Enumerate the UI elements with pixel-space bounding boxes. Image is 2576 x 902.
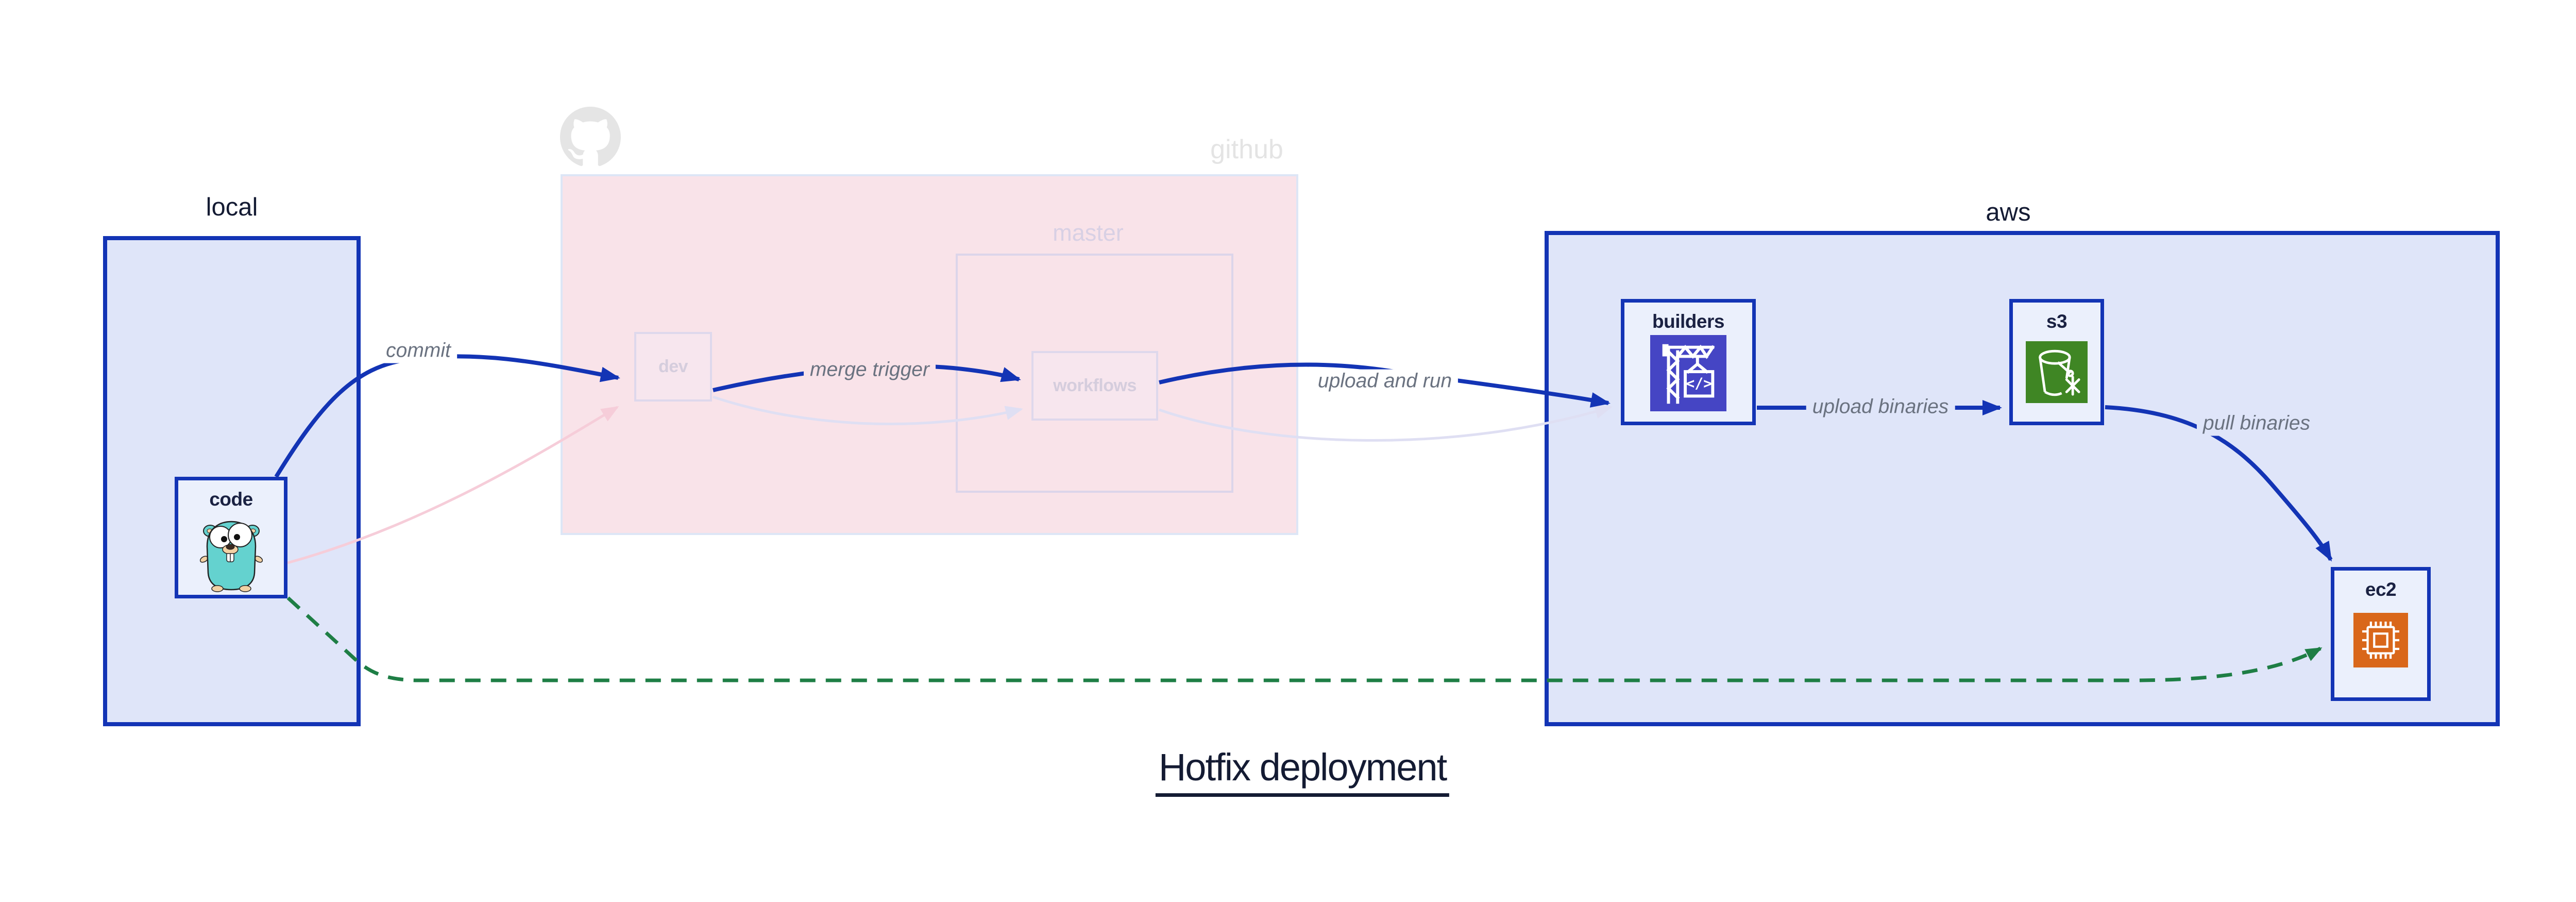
diagram-title: Hotfix deployment	[1155, 745, 1450, 797]
master-branch-box	[956, 254, 1233, 493]
s3-glacier-bucket-icon	[2026, 340, 2088, 404]
node-workflows-label: workflows	[1053, 376, 1137, 395]
node-builders-label: builders	[1652, 311, 1724, 332]
go-gopher-icon	[200, 515, 263, 593]
node-ec2-label: ec2	[2365, 579, 2397, 600]
codebuild-crane-icon: </>	[1648, 335, 1729, 411]
edge-dev-to-workflows-faded	[713, 395, 1023, 426]
edge-pull-binaries-label: pull binaries	[2196, 411, 2317, 436]
aws-group-label: aws	[1986, 198, 2031, 226]
ec2-chip-icon	[2353, 611, 2408, 669]
edge-upload-binaries-label: upload binaries	[1806, 395, 1955, 420]
edge-workflows-to-builders-faded	[1159, 405, 1613, 442]
svg-text:</>: </>	[1686, 375, 1712, 392]
node-dev-label: dev	[658, 357, 688, 376]
edge-hotfix-dashed-line	[286, 596, 2323, 682]
node-dev: dev	[634, 332, 712, 402]
github-group-label: github	[1210, 135, 1283, 164]
master-branch-label: master	[1053, 220, 1124, 246]
node-s3-label: s3	[2046, 311, 2067, 332]
local-group-label: local	[206, 193, 258, 221]
edge-merge-trigger-label: merge trigger	[804, 358, 936, 382]
edge-code-to-dev-faded	[287, 406, 619, 564]
node-code-label: code	[209, 489, 253, 510]
edge-pull-binaries-line	[2105, 405, 2333, 562]
edge-commit-label: commit	[380, 339, 457, 363]
github-octocat-icon	[560, 107, 621, 168]
edge-commit-line	[274, 354, 620, 478]
edge-upload-and-run-label: upload and run	[1311, 369, 1459, 394]
node-workflows: workflows	[1031, 351, 1158, 421]
